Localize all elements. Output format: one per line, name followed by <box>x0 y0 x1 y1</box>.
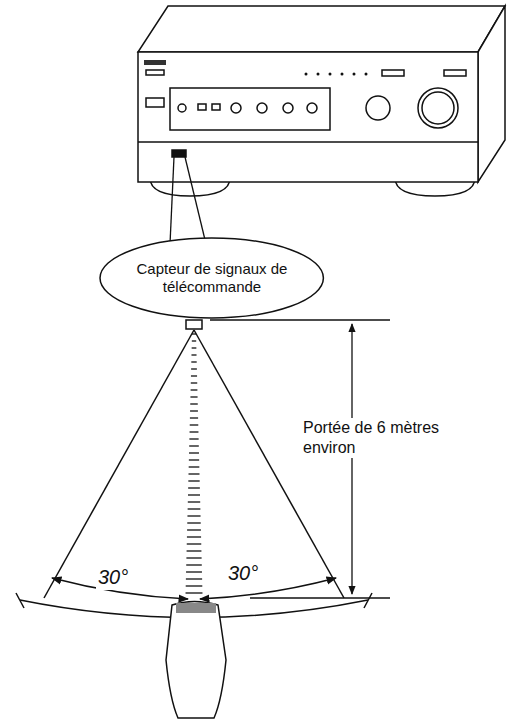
callout-ellipse: Capteur de signaux de télécommande <box>99 237 324 319</box>
angle-label: 30° <box>226 561 260 586</box>
range-label: Portée de 6 mètres environ <box>303 418 483 458</box>
reception-cone <box>16 330 372 618</box>
remote-emitter <box>176 603 216 613</box>
callout-text: Capteur de signaux de télécommande <box>99 260 324 296</box>
receiver <box>138 6 505 196</box>
angle-label: 30° <box>96 565 130 590</box>
signal-beam <box>186 334 203 593</box>
callout-leader <box>170 157 206 244</box>
range-dimension <box>210 320 390 598</box>
remote-control <box>166 602 226 719</box>
front-dots <box>305 73 368 76</box>
sensor-symbol <box>186 320 202 329</box>
